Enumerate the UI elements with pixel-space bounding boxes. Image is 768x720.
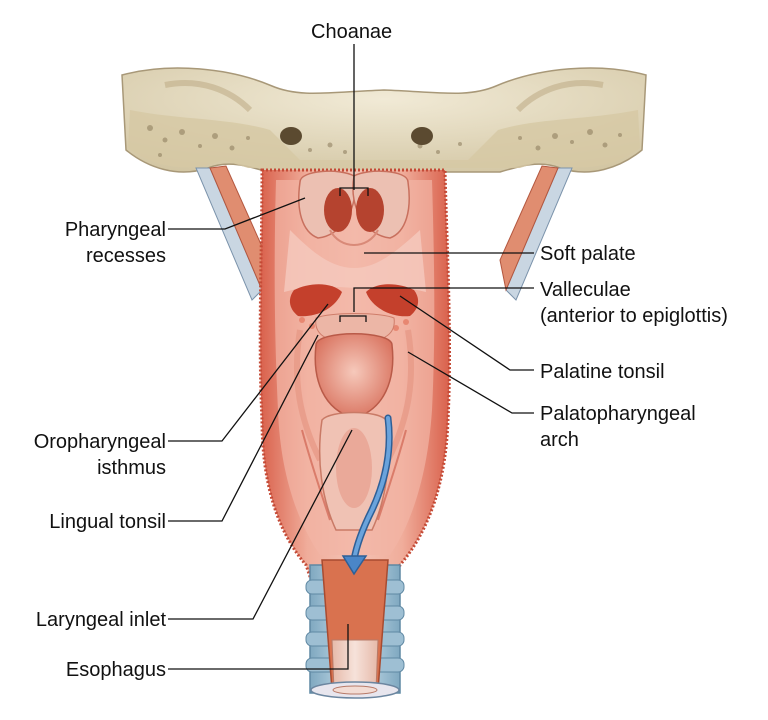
label-esophagus: Esophagus [66,659,166,681]
bone-pores [147,125,622,157]
food-path-arrow [341,414,393,576]
leader-lines [168,44,534,670]
label-palatopharyngeal-arch-line1: Palatopharyngeal [540,403,696,425]
label-pharyngeal-recesses-line1: Pharyngeal [65,219,166,241]
label-choanae: Choanae [311,21,392,43]
soft-palate [284,230,426,292]
skull-base [121,67,647,173]
label-valleculae-line2: (anterior to epiglottis) [540,305,728,327]
pharynx [258,168,451,602]
lateral-muscles [195,165,573,301]
foramen-left [280,127,302,145]
label-lingual-tonsil: Lingual tonsil [49,511,166,533]
label-palatine-tonsil: Palatine tonsil [540,361,665,383]
label-pharyngeal-recesses-line2: recesses [86,245,166,267]
epiglottis [314,333,394,419]
label-oropharyngeal-isthmus-line2: isthmus [97,457,166,479]
label-soft-palate: Soft palate [540,243,636,265]
labels: Choanae Pharyngeal recesses Soft palate … [34,21,728,681]
foramen-right [411,127,433,145]
choanae-openings [298,170,410,246]
label-palatopharyngeal-arch-line2: arch [540,429,579,451]
label-valleculae-line1: Valleculae [540,279,631,301]
trachea-esophagus [305,559,405,699]
label-oropharyngeal-isthmus-line1: Oropharyngeal [34,431,166,453]
label-laryngeal-inlet: Laryngeal inlet [36,609,167,631]
